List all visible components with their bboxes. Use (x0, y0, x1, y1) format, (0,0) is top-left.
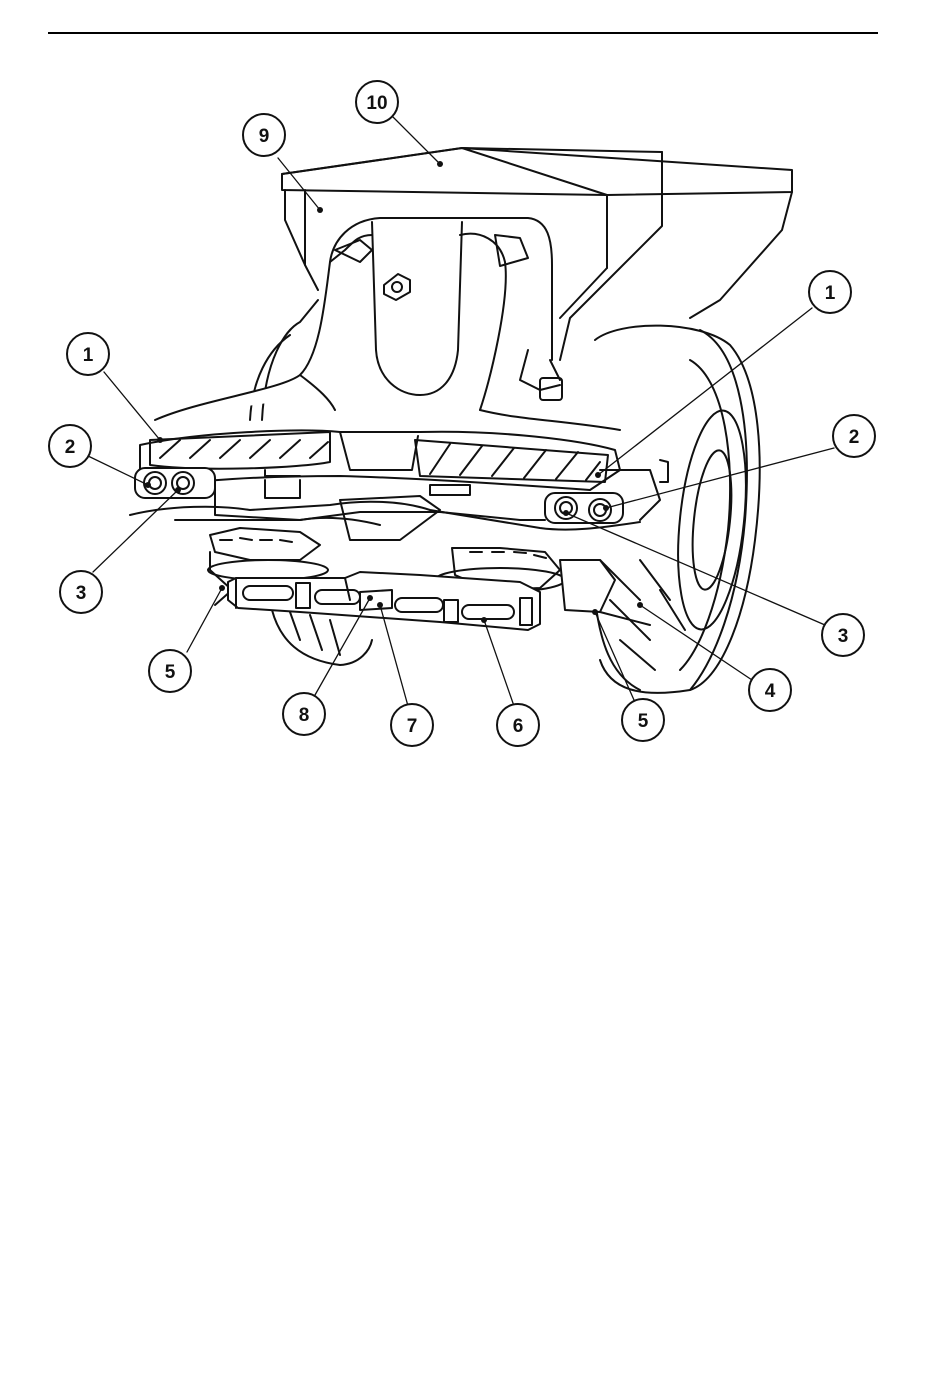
callout-c4: 4 (749, 669, 791, 711)
callout-label: 10 (366, 93, 387, 114)
callout-c7: 7 (391, 704, 433, 746)
callout-label: 2 (849, 427, 860, 448)
callout-c8: 8 (283, 693, 325, 735)
callout-c2a: 2 (49, 425, 91, 467)
callout-label: 4 (765, 681, 776, 702)
callout-c9: 9 (243, 114, 285, 156)
callout-c5b: 5 (622, 699, 664, 741)
callout-label: 9 (259, 126, 270, 147)
callout-label: 7 (407, 716, 418, 737)
callout-c3a: 3 (60, 571, 102, 613)
callout-label: 8 (299, 705, 310, 726)
callout-label: 1 (825, 283, 836, 304)
callout-c6: 6 (497, 704, 539, 746)
body-shell (140, 218, 620, 490)
callout-label: 6 (513, 716, 524, 737)
callout-c2b: 2 (833, 415, 875, 457)
callout-c3b: 3 (822, 614, 864, 656)
callout-label: 5 (165, 662, 176, 683)
callout-c1a: 1 (67, 333, 109, 375)
callout-label: 3 (838, 626, 849, 647)
callout-label: 3 (76, 583, 87, 604)
callout-c5a: 5 (149, 650, 191, 692)
callout-label: 1 (83, 345, 94, 366)
callout-c10: 10 (356, 81, 398, 123)
callout-c1b: 1 (809, 271, 851, 313)
right-light-cluster (545, 493, 623, 523)
callout-label: 2 (65, 437, 76, 458)
callout-label: 5 (638, 711, 649, 732)
